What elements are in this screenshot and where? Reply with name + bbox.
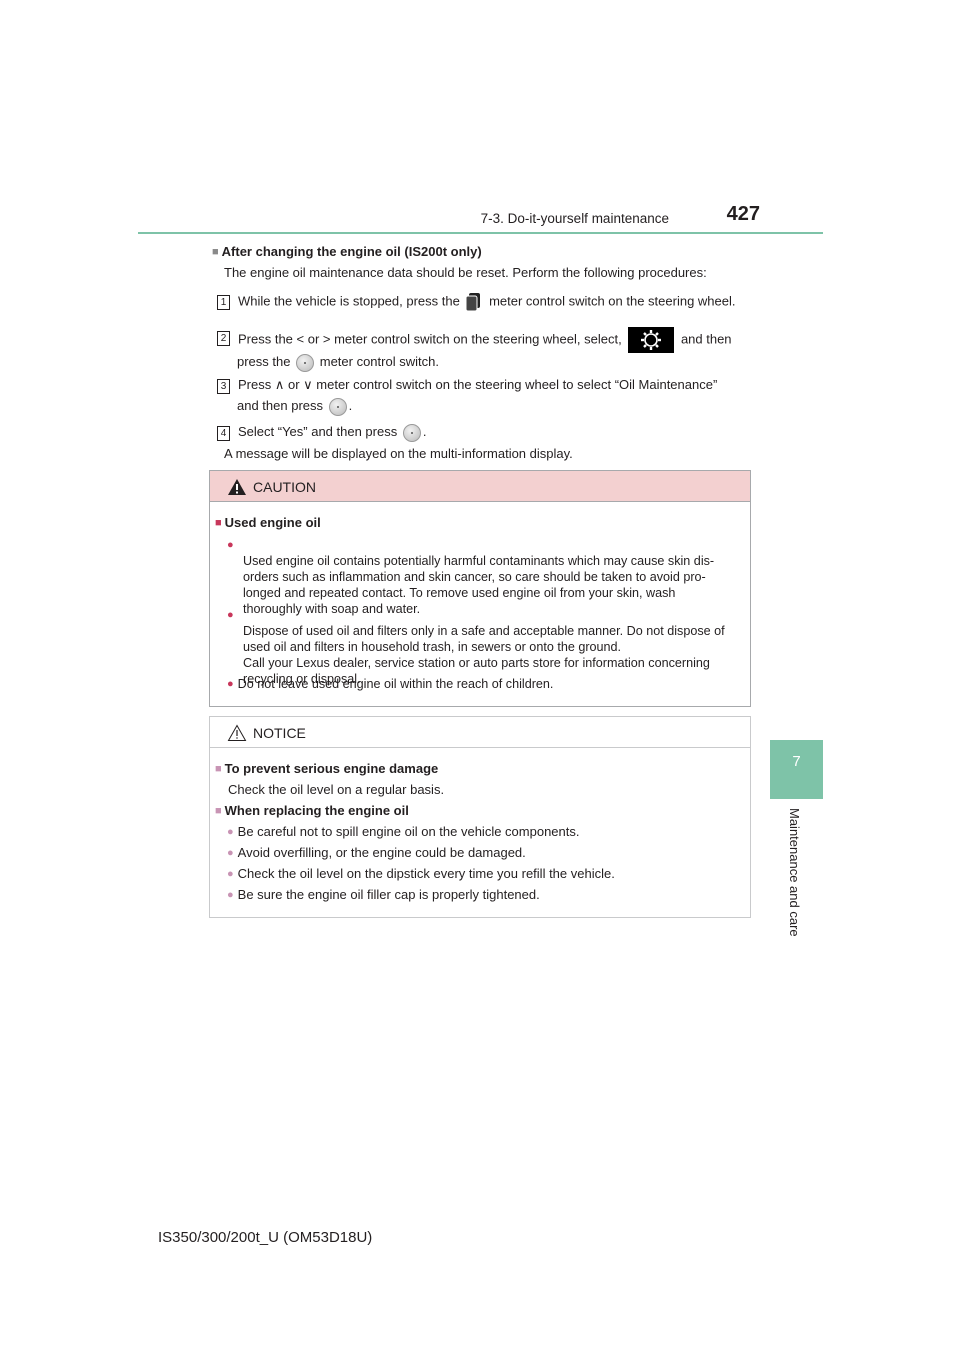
step-2-part-b: and then: [680, 331, 732, 347]
step-number-3: 3: [217, 379, 230, 394]
step-3-part-c: .: [348, 398, 353, 413]
square-bullet-icon: ■: [215, 763, 222, 775]
caution-item-2: ● Dispose of used oil and filters only i…: [227, 605, 744, 687]
step-2-part-d: meter control switch.: [319, 354, 439, 369]
bullet-icon: ●: [227, 678, 234, 690]
step-2-part-c: press the: [237, 354, 291, 369]
display-switch-icon: [465, 292, 483, 312]
caution-header: CAUTION: [210, 471, 750, 502]
notice-item: ●Check the oil level on the dipstick eve…: [227, 866, 615, 881]
caution-title: CAUTION: [253, 479, 316, 495]
step-3-continued: and then press .: [237, 397, 352, 416]
chapter-label-wrap: Maintenance and care: [785, 808, 805, 958]
caution-box: CAUTION ■Used engine oil ● Used engine o…: [209, 470, 751, 707]
notice-icon: [227, 724, 247, 747]
intro-text: The engine oil maintenance data should b…: [224, 265, 707, 280]
page-number: 427: [726, 203, 760, 225]
caution-line: longed and repeated contact. To remove u…: [243, 586, 676, 600]
caution-item-3-text: Do not leave used engine oil within the …: [237, 677, 554, 691]
step-1-part-b: meter control switch on the steering whe…: [489, 293, 736, 309]
used-oil-heading: Used engine oil: [224, 515, 321, 530]
enter-button-icon: [296, 353, 315, 372]
bullet-icon: ●: [227, 826, 234, 838]
notice-box: NOTICE ■To prevent serious engine damage…: [209, 716, 751, 918]
caution-line: Used engine oil contains potentially har…: [243, 554, 715, 568]
step-1-part-a: While the vehicle is stopped, press the: [238, 293, 460, 309]
notice-heading-2: ■When replacing the engine oil: [215, 802, 409, 821]
caution-line: orders such as inflammation and skin can…: [243, 570, 706, 584]
notice-item: ●Be sure the engine oil filler cap is pr…: [227, 887, 540, 902]
square-bullet-icon: ■: [212, 246, 219, 258]
enter-button-icon: [402, 423, 421, 442]
step-1-text: While the vehicle is stopped, press the …: [238, 292, 736, 312]
after-change-heading: After changing the engine oil (IS200t on…: [221, 244, 482, 259]
caution-item-3: ●Do not leave used engine oil within the…: [227, 675, 553, 694]
square-bullet-icon: ■: [215, 805, 222, 817]
caution-line: Dispose of used oil and filters only in …: [243, 624, 725, 638]
step-number-2: 2: [217, 331, 230, 346]
caution-line: Call your Lexus dealer, service station …: [243, 656, 710, 670]
gear-icon: [628, 327, 675, 353]
caution-heading: ■Used engine oil: [215, 514, 321, 533]
bullet-icon: ●: [227, 539, 234, 551]
step-2-text: Press the < or > meter control switch on…: [238, 327, 732, 353]
section-title: 7-3. Do-it-yourself maintenance: [480, 211, 669, 226]
step-3-part-b: and then press: [237, 398, 324, 413]
square-bullet-icon: ■: [215, 517, 222, 529]
bullet-icon: ●: [227, 868, 234, 880]
result-text: A message will be displayed on the multi…: [224, 446, 573, 461]
step-number-4: 4: [217, 426, 230, 441]
caution-line: thoroughly with soap and water.: [243, 602, 421, 616]
notice-item: ●Avoid overfilling, or the engine could …: [227, 845, 526, 860]
enter-button-icon: [328, 397, 347, 416]
replacing-oil-heading: When replacing the engine oil: [224, 803, 409, 818]
caution-item-1: ● Used engine oil contains potentially h…: [227, 535, 744, 617]
step-2-continued: press the meter control switch.: [237, 353, 439, 372]
chapter-label: Maintenance and care: [787, 808, 802, 937]
caution-line: recycling or disposal.: [243, 672, 361, 686]
bullet-icon: ●: [227, 889, 234, 901]
notice-header: NOTICE: [210, 717, 750, 748]
model-footer: IS350/300/200t_U (OM53D18U): [158, 1229, 373, 1246]
chapter-number: 7: [792, 753, 801, 770]
step-3-text: Press ∧ or ∨ meter control switch on the…: [238, 377, 718, 392]
step-number-1: 1: [217, 295, 230, 310]
chapter-tab: [770, 740, 823, 799]
notice-item: ●Be careful not to spill engine oil on t…: [227, 824, 580, 839]
step-4-text: Select “Yes” and then press .: [238, 423, 426, 442]
header-rule: [138, 232, 823, 234]
notice-heading-1: ■To prevent serious engine damage: [215, 760, 438, 779]
notice-title: NOTICE: [253, 725, 306, 741]
step-4-part-b: .: [422, 424, 427, 439]
step-4-part-a: Select “Yes” and then press: [238, 424, 398, 439]
section-heading: ■After changing the engine oil (IS200t o…: [212, 243, 482, 262]
prevent-damage-heading: To prevent serious engine damage: [224, 761, 439, 776]
bullet-icon: ●: [227, 847, 234, 859]
warning-icon: [227, 478, 247, 501]
caution-line: used oil and filters in household trash,…: [243, 640, 622, 654]
step-2-part-a: Press the < or > meter control switch on…: [238, 331, 622, 347]
bullet-icon: ●: [227, 609, 234, 621]
notice-text-1: Check the oil level on a regular basis.: [228, 782, 445, 797]
